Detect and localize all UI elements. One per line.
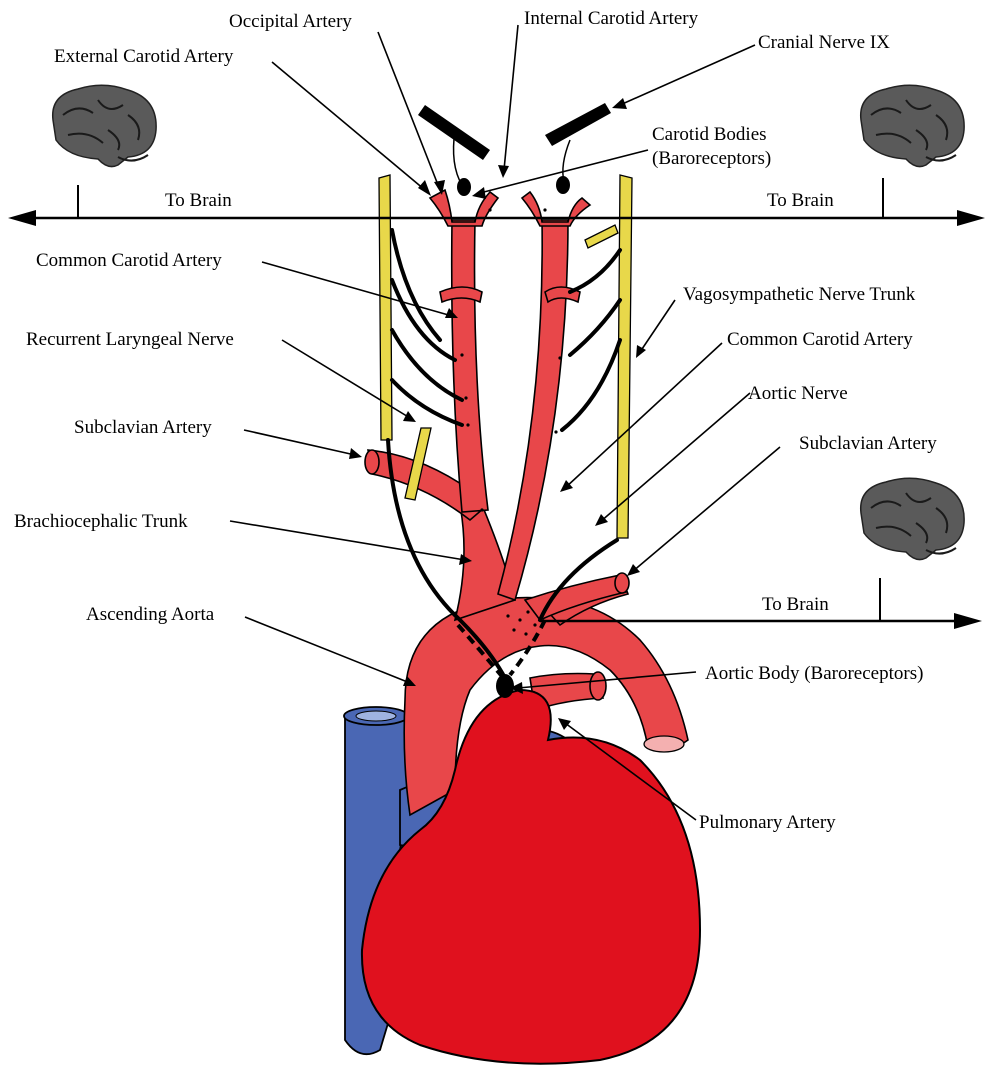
label-pulmonary-artery: Pulmonary Artery bbox=[699, 812, 836, 833]
label-to-brain-lower: To Brain bbox=[762, 594, 829, 615]
brain-icon-right bbox=[861, 85, 964, 166]
label-subclavian-artery-left: Subclavian Artery bbox=[74, 417, 212, 438]
label-cranial-nerve-ix: Cranial Nerve IX bbox=[758, 32, 890, 53]
cranial-nerve-ix-left bbox=[418, 105, 490, 196]
label-to-brain-right: To Brain bbox=[767, 190, 834, 211]
label-carotid-bodies-baroreceptors: (Baroreceptors) bbox=[652, 148, 771, 169]
label-external-carotid-artery: External Carotid Artery bbox=[54, 46, 234, 67]
label-recurrent-laryngeal-nerve: Recurrent Laryngeal Nerve bbox=[26, 329, 234, 350]
label-aortic-body: Aortic Body (Baroreceptors) bbox=[705, 663, 923, 684]
label-carotid-bodies: Carotid Bodies bbox=[652, 124, 767, 145]
cranial-nerve-ix-right bbox=[545, 103, 611, 194]
label-internal-carotid-artery: Internal Carotid Artery bbox=[524, 8, 699, 29]
label-ascending-aorta: Ascending Aorta bbox=[86, 604, 215, 625]
label-aortic-nerve: Aortic Nerve bbox=[748, 383, 848, 404]
brain-icon-left bbox=[53, 85, 156, 166]
label-to-brain-left: To Brain bbox=[165, 190, 232, 211]
label-common-carotid-artery-left: Common Carotid Artery bbox=[36, 250, 222, 271]
brain-icon-lower bbox=[861, 478, 964, 559]
common-carotid-right-vessel bbox=[498, 192, 590, 600]
to-brain-arrow-main bbox=[8, 178, 985, 226]
label-brachiocephalic-trunk: Brachiocephalic Trunk bbox=[14, 511, 188, 532]
label-occipital-artery: Occipital Artery bbox=[229, 11, 352, 32]
label-subclavian-artery-right: Subclavian Artery bbox=[799, 433, 937, 454]
label-vagosympathetic-nerve-trunk: Vagosympathetic Nerve Trunk bbox=[683, 284, 916, 305]
label-common-carotid-artery-right: Common Carotid Artery bbox=[727, 329, 913, 350]
